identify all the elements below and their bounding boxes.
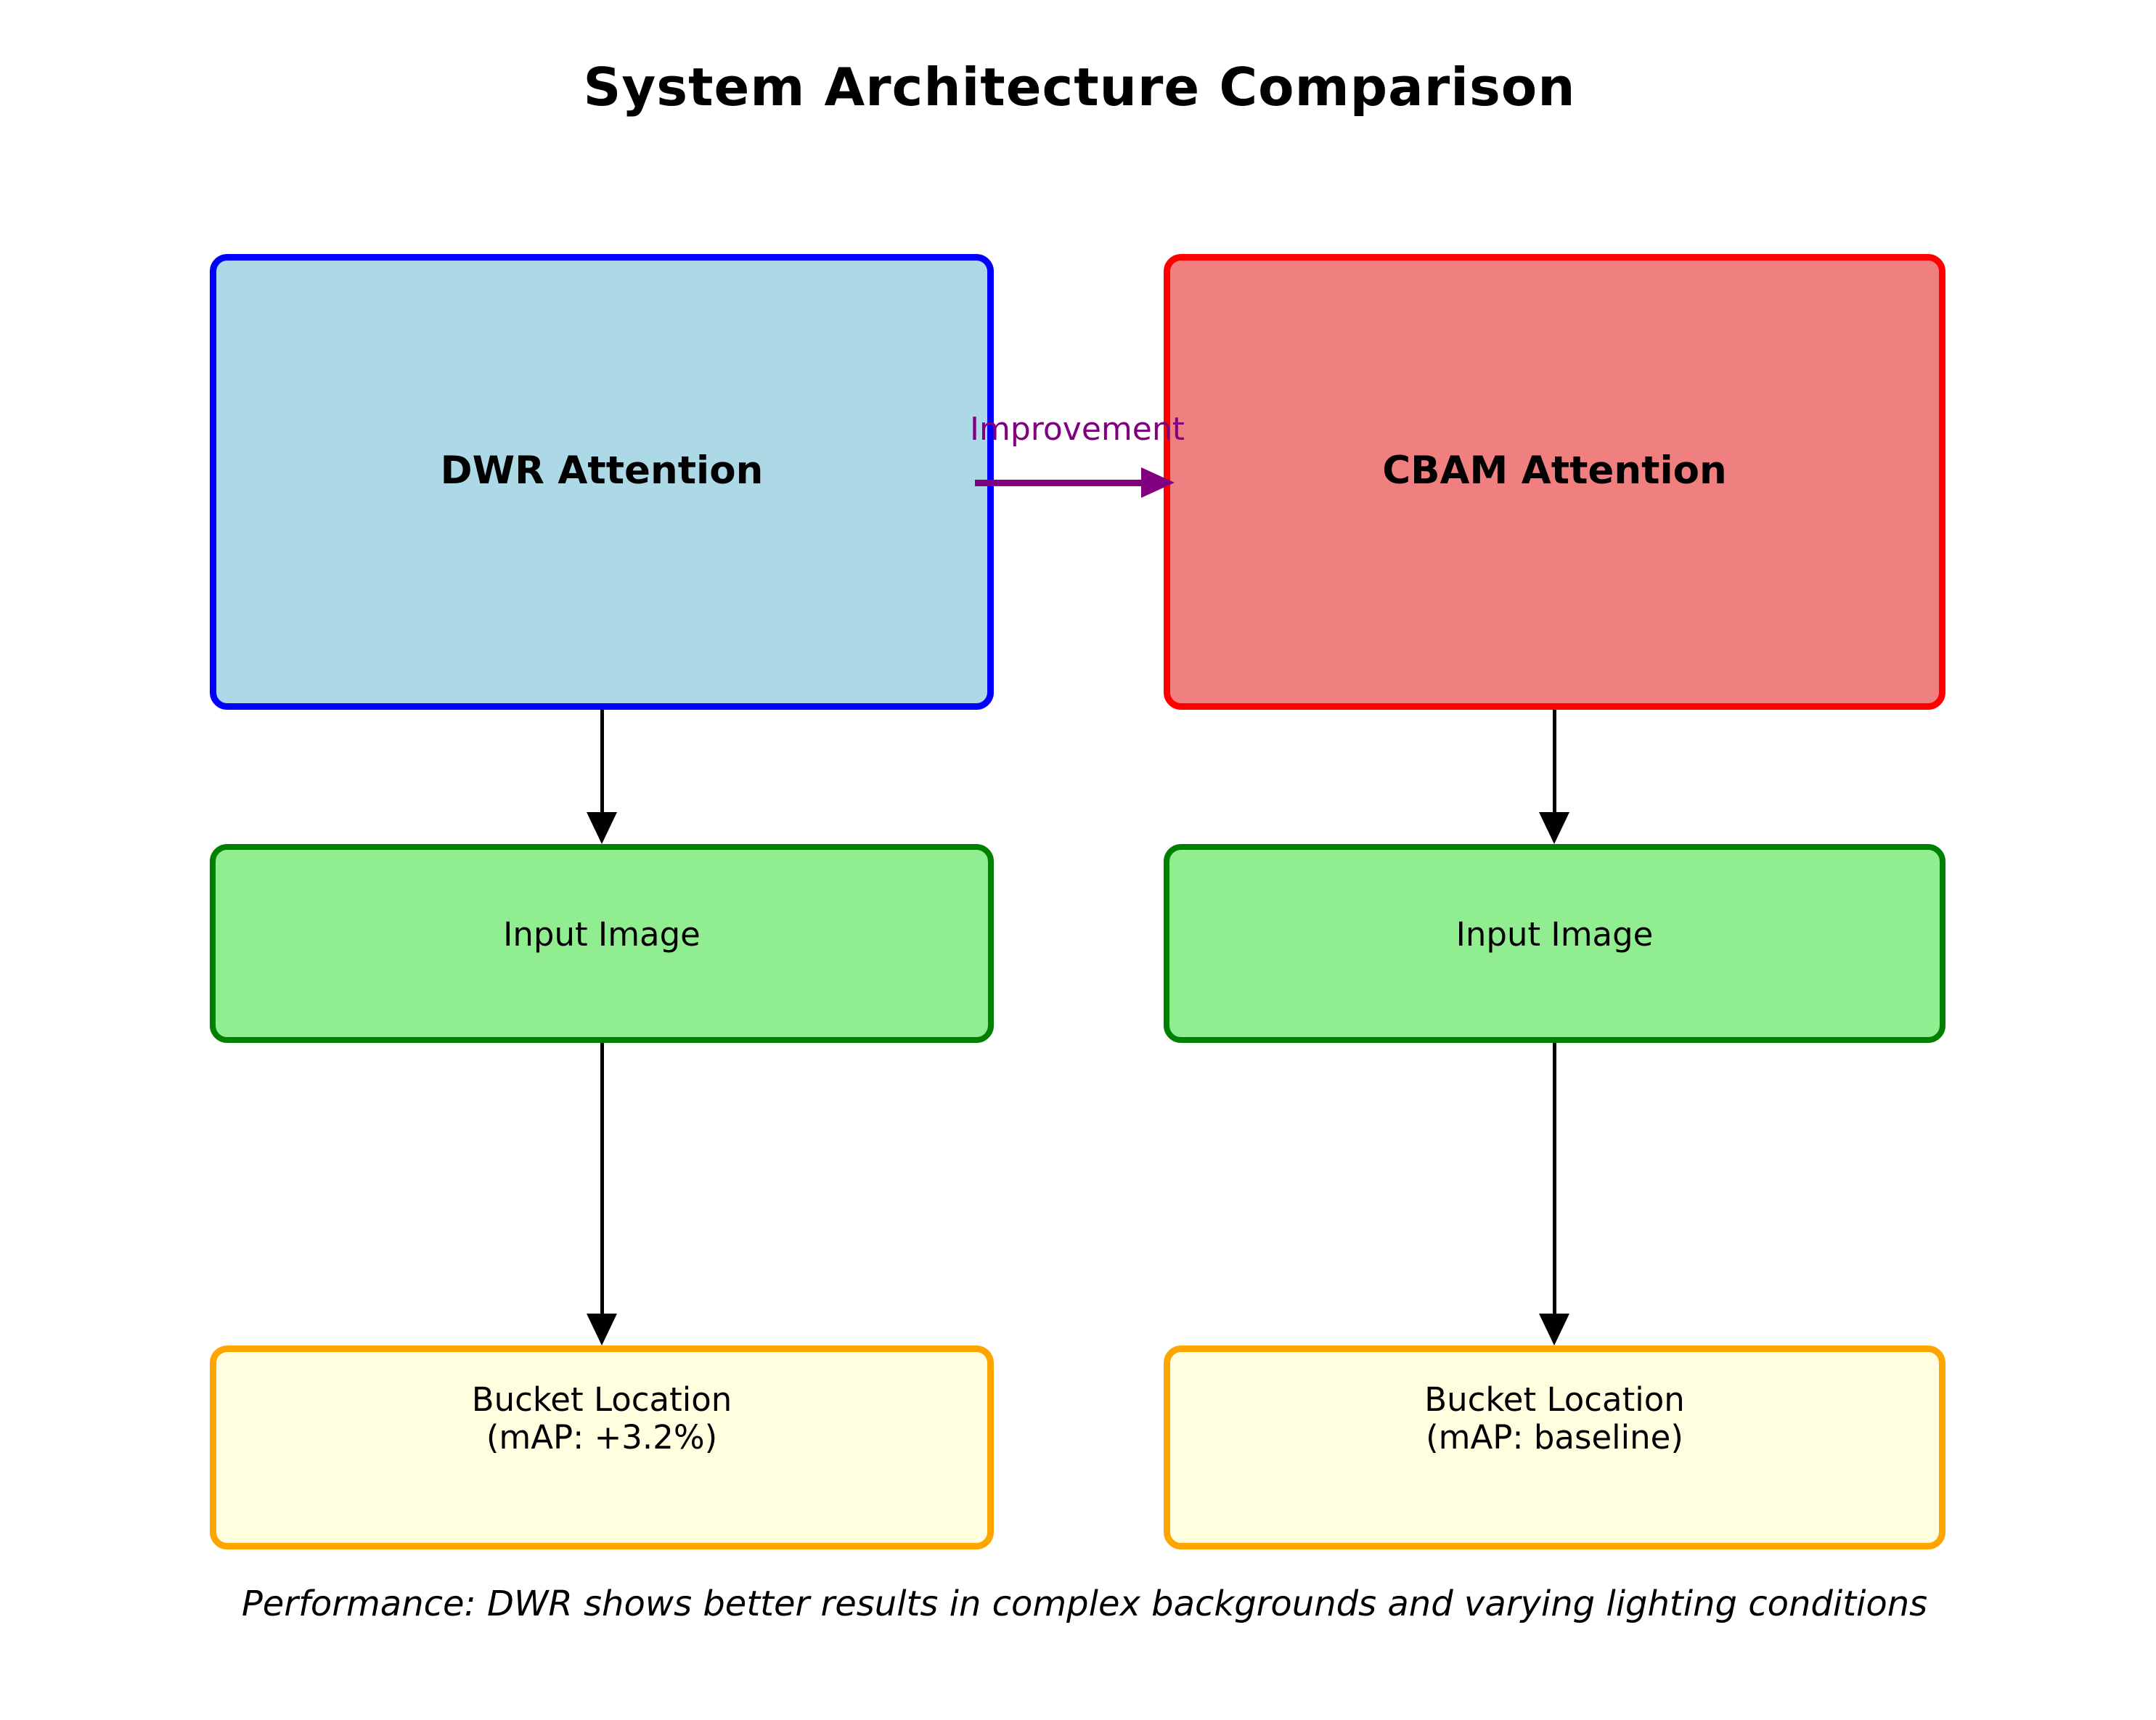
dwr-bucket-location-label: Bucket Location (mAP: +3.2%): [472, 1381, 732, 1457]
cbam-input-image-label: Input Image: [1455, 914, 1654, 954]
dwr-bucket-line2: (mAP: +3.2%): [486, 1418, 718, 1457]
dwr-input-to-bucket-arrow-line: [600, 1043, 604, 1316]
cbam-to-input-arrow-line: [1553, 710, 1556, 815]
cbam-attention-label: CBAM Attention: [1382, 448, 1727, 493]
cbam-attention-box: CBAM Attention: [1164, 254, 1945, 710]
improvement-arrow-line: [975, 480, 1143, 486]
cbam-bucket-location-box: Bucket Location (mAP: baseline): [1164, 1346, 1945, 1549]
cbam-bucket-line1: Bucket Location: [1424, 1380, 1685, 1419]
dwr-to-input-arrowhead-icon: [587, 812, 617, 844]
cbam-input-to-bucket-arrowhead-icon: [1539, 1314, 1569, 1346]
cbam-to-input-arrowhead-icon: [1539, 812, 1569, 844]
performance-caption: Performance: DWR shows better results in…: [241, 1584, 1928, 1624]
cbam-input-to-bucket-arrow-line: [1553, 1043, 1556, 1316]
dwr-attention-label: DWR Attention: [440, 448, 764, 493]
dwr-bucket-location-box: Bucket Location (mAP: +3.2%): [210, 1346, 994, 1549]
dwr-input-to-bucket-arrowhead-icon: [587, 1314, 617, 1346]
dwr-bucket-line1: Bucket Location: [471, 1380, 732, 1419]
cbam-bucket-location-label: Bucket Location (mAP: baseline): [1424, 1381, 1685, 1457]
cbam-bucket-line2: (mAP: baseline): [1426, 1418, 1683, 1457]
dwr-to-input-arrow-line: [600, 710, 604, 815]
dwr-attention-box: DWR Attention: [210, 254, 994, 710]
improvement-arrow-label: Improvement: [970, 411, 1185, 448]
dwr-input-image-label: Input Image: [503, 914, 701, 954]
page-title: System Architecture Comparison: [583, 57, 1576, 118]
dwr-input-image-box: Input Image: [210, 844, 994, 1043]
improvement-arrowhead-icon: [1141, 467, 1175, 498]
cbam-input-image-box: Input Image: [1164, 844, 1945, 1043]
